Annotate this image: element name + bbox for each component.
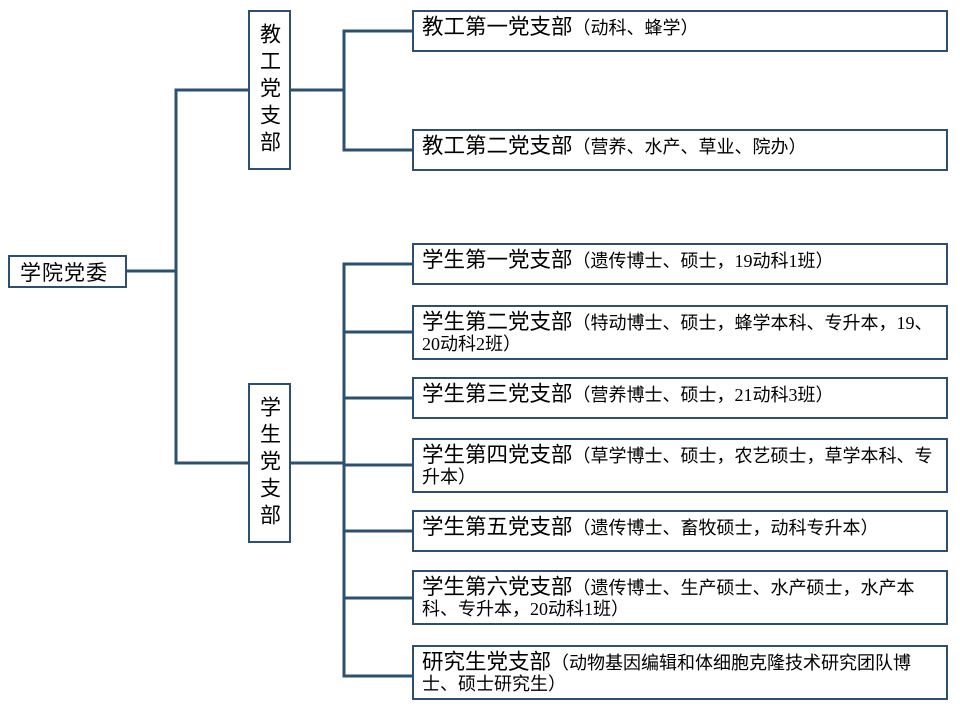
node-student-branch-3[interactable]: 学生第三党支部（营养博士、硕士，21动科3班） xyxy=(412,377,948,419)
node-student-branch-4-detail: （草学博士、硕士，农艺硕士，草学本科、专升本） xyxy=(422,446,933,488)
node-teacher-branch-2-detail: （营养、水产、草业、院办） xyxy=(572,137,807,157)
node-student-branch-1-lead: 学生第一党支部 xyxy=(422,248,573,272)
node-student-branch-4[interactable]: 学生第四党支部（草学博士、硕士，农艺硕士，草学本科、专升本） xyxy=(412,438,948,493)
node-student-branch-6-lead: 学生第六党支部 xyxy=(422,575,573,599)
node-graduate-branch-lead: 研究生党支部 xyxy=(422,650,552,674)
node-student-branch-1[interactable]: 学生第一党支部（遗传博士、硕士，19动科1班） xyxy=(412,243,948,285)
node-graduate-branch-detail: （动物基因编辑和体细胞克隆技术研究团队博士、硕士研究生） xyxy=(422,653,912,695)
node-student-branch-2-detail: （特动博士、硕士，蜂学本科、专升本，19、20动科2班） xyxy=(422,313,933,355)
node-root[interactable]: 学院党委 xyxy=(8,255,127,288)
node-teacher-branch-2[interactable]: 教工第二党支部（营养、水产、草业、院办） xyxy=(412,129,948,171)
node-root-label: 学院党委 xyxy=(20,260,108,285)
node-student-branch-5[interactable]: 学生第五党支部（遗传博士、畜牧硕士，动科专升本） xyxy=(412,510,948,552)
node-student-branch-5-lead: 学生第五党支部 xyxy=(422,515,573,539)
node-student-branch-4-text: 学生第四党支部（草学博士、硕士，农艺硕士，草学本科、专升本） xyxy=(422,443,938,488)
node-teacher-branch-1[interactable]: 教工第一党支部（动科、蜂学） xyxy=(412,10,948,52)
node-student-branch-label: 学生党支部 xyxy=(257,395,282,531)
node-student-branch-2-lead: 学生第二党支部 xyxy=(422,310,573,334)
node-student-branch-5-text: 学生第五党支部（遗传博士、畜牧硕士，动科专升本） xyxy=(422,515,879,539)
node-graduate-branch[interactable]: 研究生党支部（动物基因编辑和体细胞克隆技术研究团队博士、硕士研究生） xyxy=(412,645,948,700)
node-graduate-branch-text: 研究生党支部（动物基因编辑和体细胞克隆技术研究团队博士、硕士研究生） xyxy=(422,650,938,695)
node-student-branch-4-lead: 学生第四党支部 xyxy=(422,443,573,467)
node-teacher-branch-1-text: 教工第一党支部（动科、蜂学） xyxy=(422,15,699,39)
node-student-branch-2-text: 学生第二党支部（特动博士、硕士，蜂学本科、专升本，19、20动科2班） xyxy=(422,310,938,355)
node-student-branch-6[interactable]: 学生第六党支部（遗传博士、生产硕士、水产硕士，水产本科、专升本，20动科1班） xyxy=(412,570,948,625)
node-teacher-branch-1-lead: 教工第一党支部 xyxy=(422,15,573,39)
node-student-branch-3-lead: 学生第三党支部 xyxy=(422,382,573,406)
node-teacher-branch-label: 教工党支部 xyxy=(257,22,282,158)
node-student-branch-5-detail: （遗传博士、畜牧硕士，动科专升本） xyxy=(572,518,879,538)
node-teacher-branch-1-detail: （动科、蜂学） xyxy=(572,18,699,38)
node-student-branch-2[interactable]: 学生第二党支部（特动博士、硕士，蜂学本科、专升本，19、20动科2班） xyxy=(412,305,948,360)
node-student-branch-1-text: 学生第一党支部（遗传博士、硕士，19动科1班） xyxy=(422,248,834,272)
node-student-branch-3-text: 学生第三党支部（营养博士、硕士，21动科3班） xyxy=(422,382,834,406)
node-teacher-branch-2-lead: 教工第二党支部 xyxy=(422,134,573,158)
node-student-branch-1-detail: （遗传博士、硕士，19动科1班） xyxy=(572,251,834,271)
node-teacher-branch[interactable]: 教工党支部 xyxy=(248,10,291,170)
node-student-branch-3-detail: （营养博士、硕士，21动科3班） xyxy=(572,385,834,405)
node-student-branch[interactable]: 学生党支部 xyxy=(248,383,291,543)
node-student-branch-6-detail: （遗传博士、生产硕士、水产硕士，水产本科、专升本，20动科1班） xyxy=(422,578,915,620)
node-teacher-branch-2-text: 教工第二党支部（营养、水产、草业、院办） xyxy=(422,134,807,158)
node-student-branch-6-text: 学生第六党支部（遗传博士、生产硕士、水产硕士，水产本科、专升本，20动科1班） xyxy=(422,575,938,620)
